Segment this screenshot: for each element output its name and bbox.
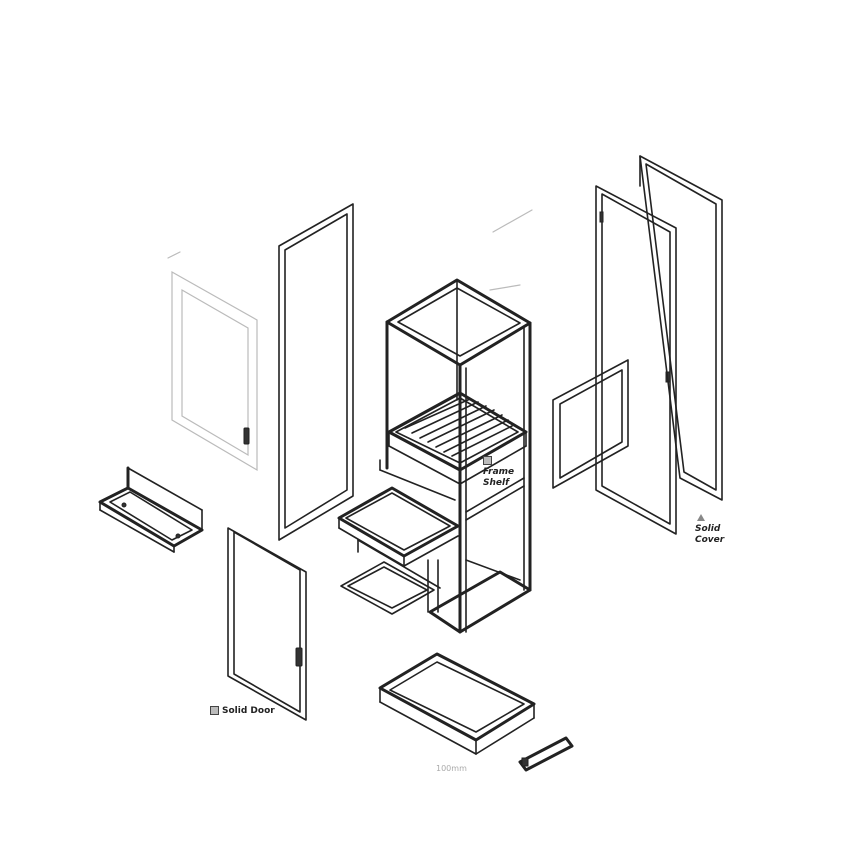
top-cover-edge — [489, 284, 521, 291]
dimension-label: 100mm — [436, 764, 467, 773]
rear-door — [171, 270, 258, 472]
solid-door — [227, 527, 307, 721]
vent-shelf — [387, 391, 528, 485]
guide-lines — [167, 209, 533, 259]
solid-cover-marker-icon — [697, 514, 705, 521]
solid-cover-label: Solid Cover — [695, 514, 724, 546]
frame-shelf — [337, 459, 460, 567]
plinth-tray — [378, 652, 536, 755]
solid-door-label: Solid Door — [210, 706, 275, 717]
cabinet-frame — [385, 278, 532, 634]
handle-bracket — [518, 736, 574, 772]
right-side-panel-rear — [639, 155, 723, 501]
handle-bracket-icon — [521, 757, 529, 767]
left-side-panel — [278, 203, 354, 541]
fixed-shelf — [340, 539, 441, 615]
mounting-bracket — [98, 466, 204, 553]
frame-shelf-marker-icon — [483, 456, 492, 465]
right-side-panel-front — [595, 185, 677, 535]
frame-shelf-label: Frame Shelf — [483, 456, 514, 489]
inner-side-panel — [552, 359, 629, 489]
solid-door-marker-icon — [210, 706, 219, 715]
solid-door-handle-icon — [295, 647, 303, 667]
rear-door-handle-icon — [243, 427, 250, 445]
